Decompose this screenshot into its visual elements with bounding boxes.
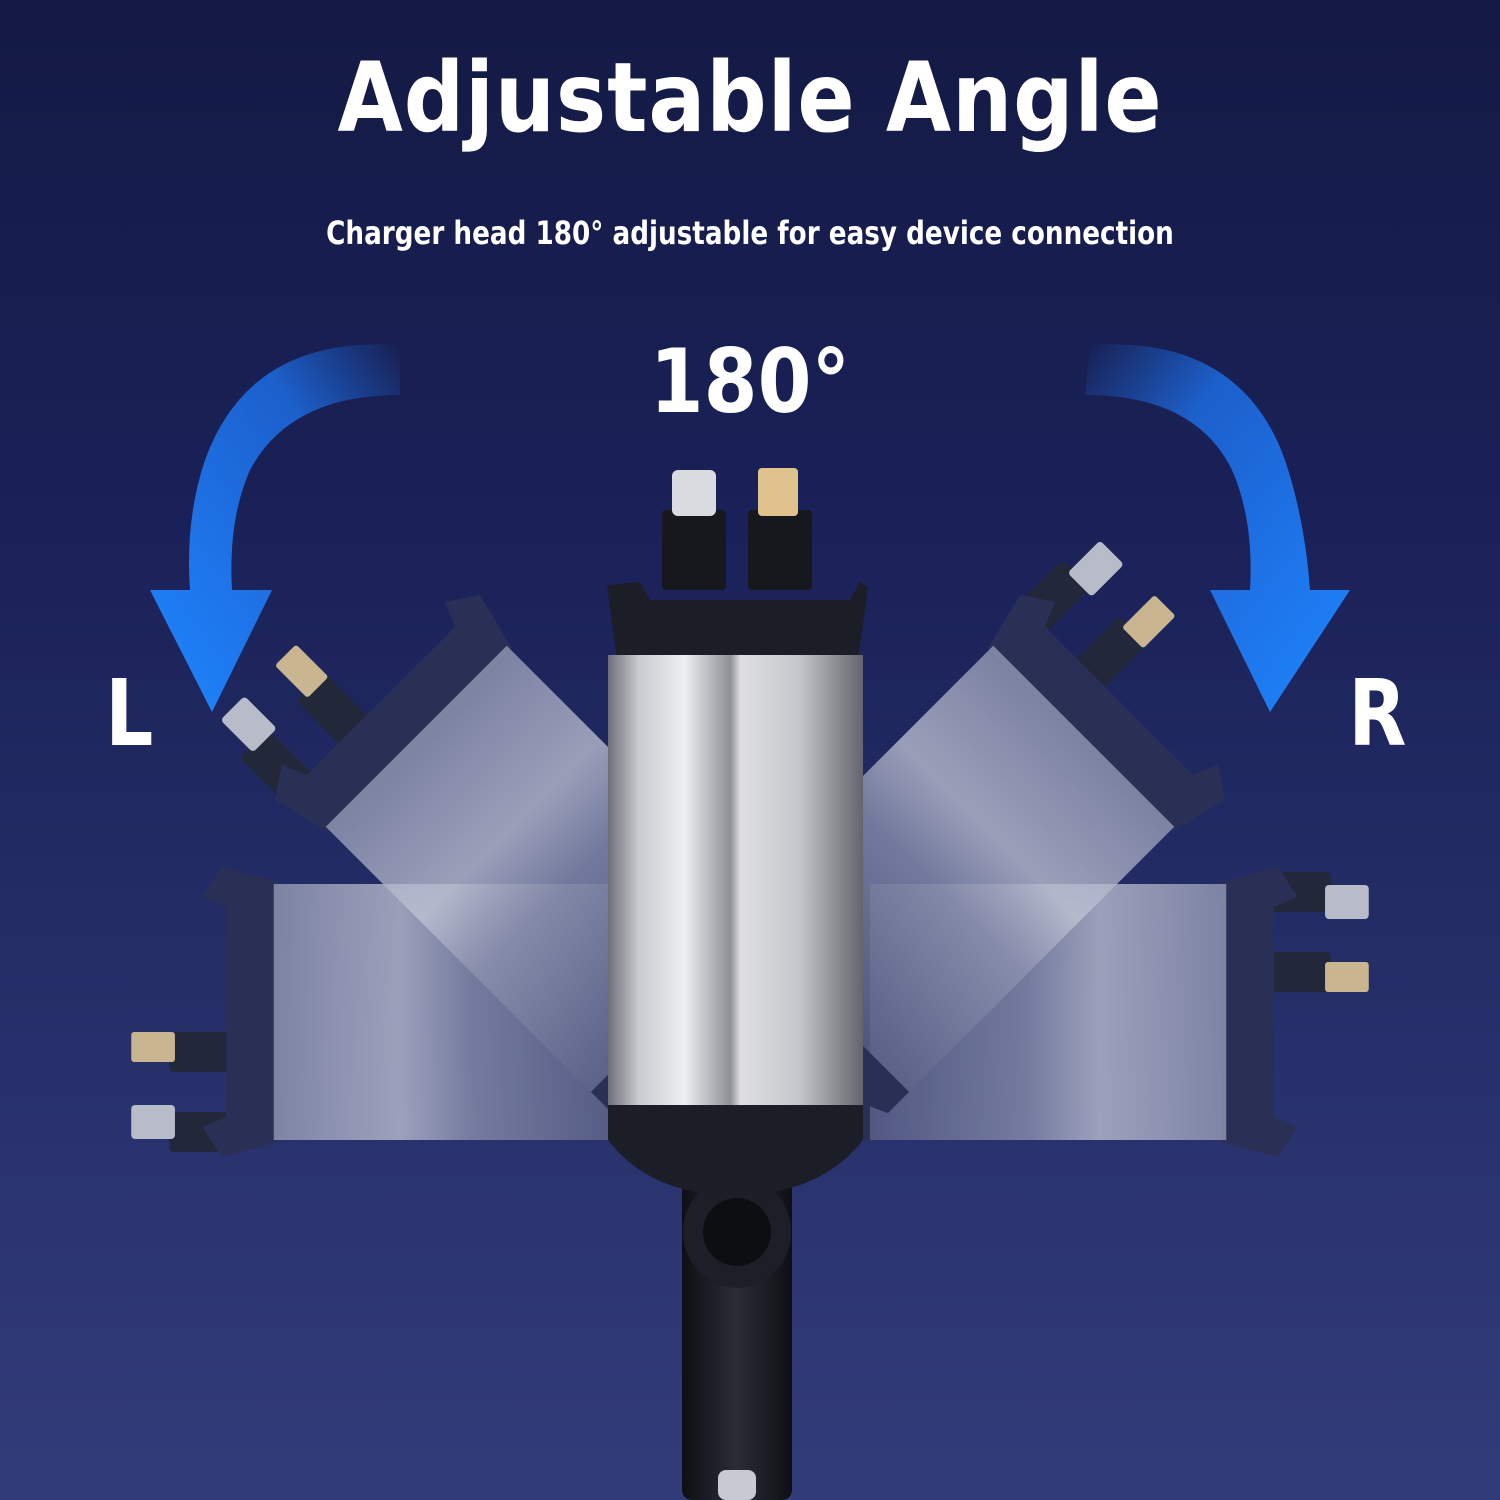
charger-stem <box>682 1176 792 1500</box>
right-rotate-arrow-icon <box>1085 344 1350 712</box>
angle-label: 180° <box>649 330 851 433</box>
lightning-connector-icon <box>758 468 798 516</box>
subtitle: Charger head 180° adjustable for easy de… <box>326 214 1174 252</box>
left-rotate-arrow-icon <box>150 344 400 712</box>
left-direction-label: L <box>105 660 154 767</box>
right-direction-label: R <box>1348 660 1407 767</box>
usb-c-connector-icon <box>672 470 716 516</box>
page-title: Adjustable Angle <box>337 42 1163 154</box>
charger-center-upright <box>607 468 868 1195</box>
